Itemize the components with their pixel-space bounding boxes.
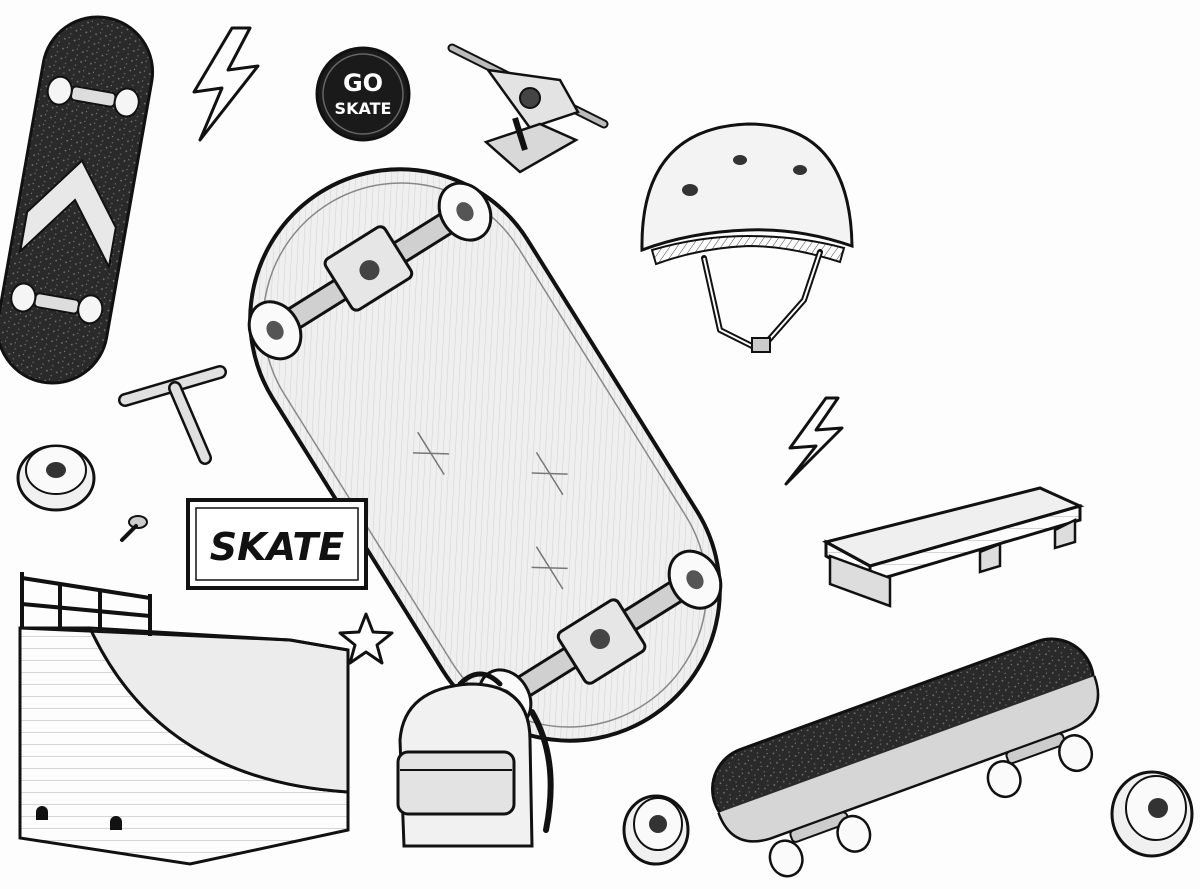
skateboard-wheel-icon [247, 181, 493, 361]
skateboard-truck [447, 43, 609, 174]
skateboard-wheel-icon [1110, 770, 1194, 858]
rear-truck [477, 549, 723, 729]
skateboard-wheel-icon [622, 794, 690, 866]
go-skate-badge: GO SKATE [315, 46, 411, 142]
badge-line-1: GO [343, 69, 383, 97]
skateboard-wheel-icon [768, 732, 1094, 878]
star-icon [338, 612, 394, 665]
screw-icon [120, 515, 148, 542]
dark-skateboard-top-left [0, 15, 155, 385]
skateboard-wheel-icon [10, 75, 140, 325]
dark-skateboard-bottom-right [711, 637, 1100, 878]
helmet-icon [640, 122, 854, 353]
main-skateboard [247, 167, 723, 743]
skateboard-wheel-icon [16, 444, 96, 512]
skate-sign: SKATE [186, 498, 368, 590]
grind-bench [821, 486, 1085, 608]
badge-line-2: SKATE [335, 99, 392, 118]
ramp-railing [20, 572, 152, 636]
front-truck [247, 181, 493, 361]
backpack-icon [396, 671, 554, 848]
quarter-pipe-ramp [18, 572, 350, 866]
lightning-bolt-icon [784, 396, 844, 486]
skate-tool-icon [118, 365, 227, 465]
lightning-bolt-icon [192, 26, 260, 142]
sign-text: SKATE [210, 525, 345, 569]
